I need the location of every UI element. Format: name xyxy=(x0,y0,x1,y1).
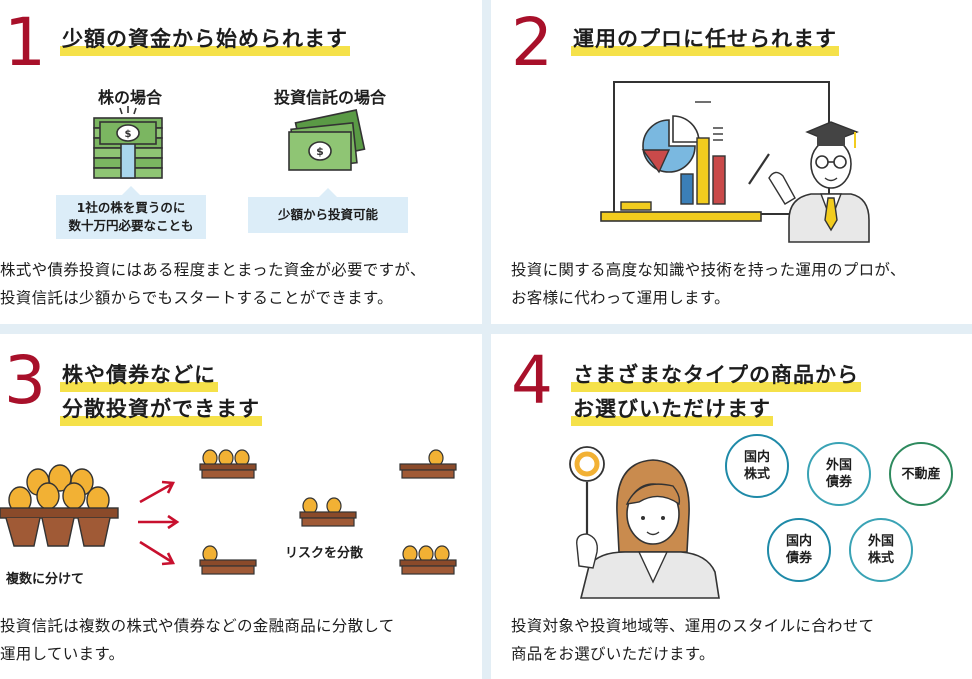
panel-heading: 運用のプロに任せられます xyxy=(571,22,839,56)
panel-heading: 株や債券などに 分散投資ができます xyxy=(60,358,262,426)
category-foreign-bonds: 外国債券 xyxy=(807,442,871,506)
category-foreign-stocks: 外国株式 xyxy=(849,518,913,582)
description-line: 投資信託は複数の株式や債券などの金融商品に分散して xyxy=(0,617,395,635)
description-line: 商品をお選びいただけます。 xyxy=(511,645,715,663)
category-domestic-bonds: 国内債券 xyxy=(767,518,831,582)
fund-callout: 少額から投資可能 xyxy=(248,188,408,233)
professional-presenter-illustration xyxy=(600,81,870,243)
risk-label: リスクを分散 xyxy=(285,546,364,561)
heading-line: 分散投資ができます xyxy=(60,392,262,426)
description-line: 投資対象や投資地域等、運用のスタイルに合わせて xyxy=(511,617,875,635)
split-label: 複数に分けて xyxy=(6,572,85,587)
fund-case-title: 投資信託の場合 xyxy=(273,88,386,107)
category-real-estate: 不動産 xyxy=(889,442,953,506)
woman-with-sign-illustration xyxy=(569,446,720,599)
panel-number: 1 xyxy=(4,4,46,81)
feature-panel-1: 1 少額の資金から始められます 株の場合 投資信託の場合 $ $ xyxy=(0,0,482,324)
stock-callout-line: 数十万円必要なことも xyxy=(68,218,194,233)
description-line: 投資に関する高度な知識や技術を持った運用のプロが、 xyxy=(511,261,906,279)
panel-description: 投資に関する高度な知識や技術を持った運用のプロが、 お客様に代わって運用します。 xyxy=(511,256,971,312)
svg-text:$: $ xyxy=(316,145,324,158)
panel-number: 4 xyxy=(511,342,553,419)
svg-text:$: $ xyxy=(125,129,132,140)
description-line: 株式や債券投資にはある程度まとまった資金が必要ですが、 xyxy=(0,261,426,279)
stock-case-title: 株の場合 xyxy=(97,88,162,107)
panel-description: 投資対象や投資地域等、運用のスタイルに合わせて 商品をお選びいただけます。 xyxy=(511,612,971,668)
banknote-icon: $ xyxy=(288,109,366,171)
heading-line: さまざまなタイプの商品から xyxy=(571,358,861,392)
stock-callout-line: 1社の株を買うのに xyxy=(76,200,186,215)
stacked-banknotes-icon: $ xyxy=(93,106,163,179)
description-line: お客様に代わって運用します。 xyxy=(511,289,730,307)
heading-line: 株や債券などに xyxy=(60,358,262,392)
feature-panel-4: 4 さまざまなタイプの商品から お選びいただけます 国内株式 外国債券 不動産 … xyxy=(491,334,972,679)
panel-heading: さまざまなタイプの商品から お選びいただけます xyxy=(571,358,861,426)
panel-description: 投資信託は複数の株式や債券などの金融商品に分散して 運用しています。 xyxy=(0,612,480,668)
panel-heading: 少額の資金から始められます xyxy=(60,22,350,56)
feature-panel-2: 2 運用のプロに任せられます 投資に関する高度な知識や技術を持った運用のプロが、… xyxy=(491,0,972,324)
feature-panel-3: 3 株や債券などに 分散投資ができます xyxy=(0,334,482,679)
description-line: 運用しています。 xyxy=(0,645,125,663)
description-line: 投資信託は少額からでもスタートすることができます。 xyxy=(0,289,393,307)
panel-number: 2 xyxy=(511,4,553,81)
panel-number: 3 xyxy=(4,342,46,419)
panel-description: 株式や債券投資にはある程度まとまった資金が必要ですが、 投資信託は少額からでもス… xyxy=(0,256,480,312)
heading-line: お選びいただけます xyxy=(571,392,861,426)
diversification-eggs-illustration xyxy=(0,449,457,575)
category-domestic-stocks: 国内株式 xyxy=(725,434,789,498)
stock-callout: 1社の株を買うのに 数十万円必要なことも xyxy=(56,186,206,239)
